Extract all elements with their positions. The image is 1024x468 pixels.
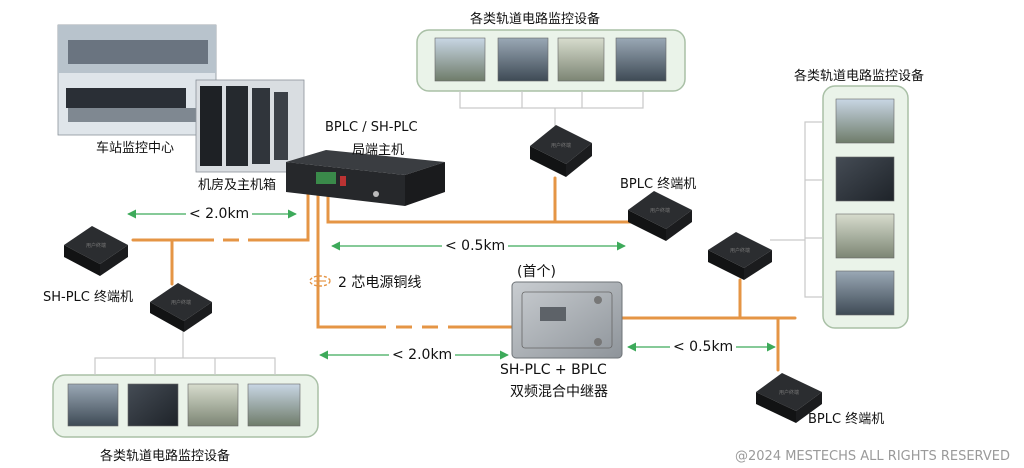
machine-room-photo [195, 79, 305, 173]
top-device-panel [416, 29, 686, 92]
track-device-photo [187, 383, 239, 427]
track-device-photo [835, 213, 895, 259]
track-device-photo [434, 37, 486, 82]
track-device-photo [67, 383, 119, 427]
bottom-devices-label: 各类轨道电路监控设备 [100, 449, 231, 464]
track-device-photo [247, 383, 301, 427]
track-device-photo [497, 37, 549, 82]
bplc-terminal-top-label: BPLC 终端机 [620, 177, 697, 192]
track-device-photo [557, 37, 605, 82]
first-repeater-label: (首个) [517, 264, 556, 280]
copyright-text: @2024 MESTECHS ALL RIGHTS RESERVED [735, 449, 1010, 464]
terminal-face-label: 用户终端 [730, 247, 750, 254]
track-device-photo [835, 270, 895, 316]
terminal-face-label: 用户终端 [650, 207, 670, 214]
terminal-face-label: 用户终端 [779, 389, 799, 396]
head-unit-label: BPLC / SH-PLC [325, 120, 418, 135]
terminal-bplc-right: 用户终端 [628, 191, 692, 241]
track-device-photo [835, 98, 895, 144]
cable-coil-icon [309, 275, 331, 287]
distance-left-top-label: < 2.0km [186, 206, 253, 222]
right-device-panel [822, 85, 909, 329]
station-center-label: 车站监控中心 [96, 141, 175, 156]
power-cables [131, 176, 797, 372]
repeater-device [511, 281, 623, 359]
distance-right-label: < 0.5km [670, 339, 737, 355]
station-control-photo [57, 24, 217, 136]
cable-label: 2 芯电源铜线 [338, 275, 422, 291]
distance-left-bottom-label: < 2.0km [389, 347, 456, 363]
machine-room-label: 机房及主机箱 [198, 178, 277, 193]
track-device-photo [615, 37, 667, 82]
device-connectors [94, 91, 823, 375]
terminal-shplc-left: 用户终端 [64, 226, 128, 276]
shplc-terminal-label: SH-PLC 终端机 [43, 290, 134, 305]
distance-mid-label: < 0.5km [442, 238, 509, 254]
terminal-face-label: 用户终端 [171, 299, 191, 306]
dashed-cables [198, 238, 460, 329]
bplc-terminal-bottom-label: BPLC 终端机 [808, 412, 885, 427]
terminal-face-label: 用户终端 [86, 242, 106, 249]
track-device-photo [835, 156, 895, 202]
terminal-shplc-lower: 用户终端 [150, 283, 212, 332]
right-devices-label: 各类轨道电路监控设备 [794, 69, 925, 84]
terminal-bplc-bottom-right: 用户终端 [756, 373, 822, 423]
head-unit-host [286, 150, 445, 206]
terminal-right-panel-side: 用户终端 [708, 232, 772, 280]
top-devices-label: 各类轨道电路监控设备 [470, 12, 601, 27]
terminal-bplc-top-mid: 用户终端 [530, 125, 592, 177]
repeater-sub-label: 双频混合中继器 [510, 384, 608, 400]
bottom-device-panel [52, 374, 319, 438]
head-unit-sub-label: 局端主机 [352, 143, 405, 158]
terminal-face-label: 用户终端 [551, 142, 571, 149]
track-device-photo [127, 383, 179, 427]
repeater-label: SH-PLC + BPLC [500, 362, 607, 378]
